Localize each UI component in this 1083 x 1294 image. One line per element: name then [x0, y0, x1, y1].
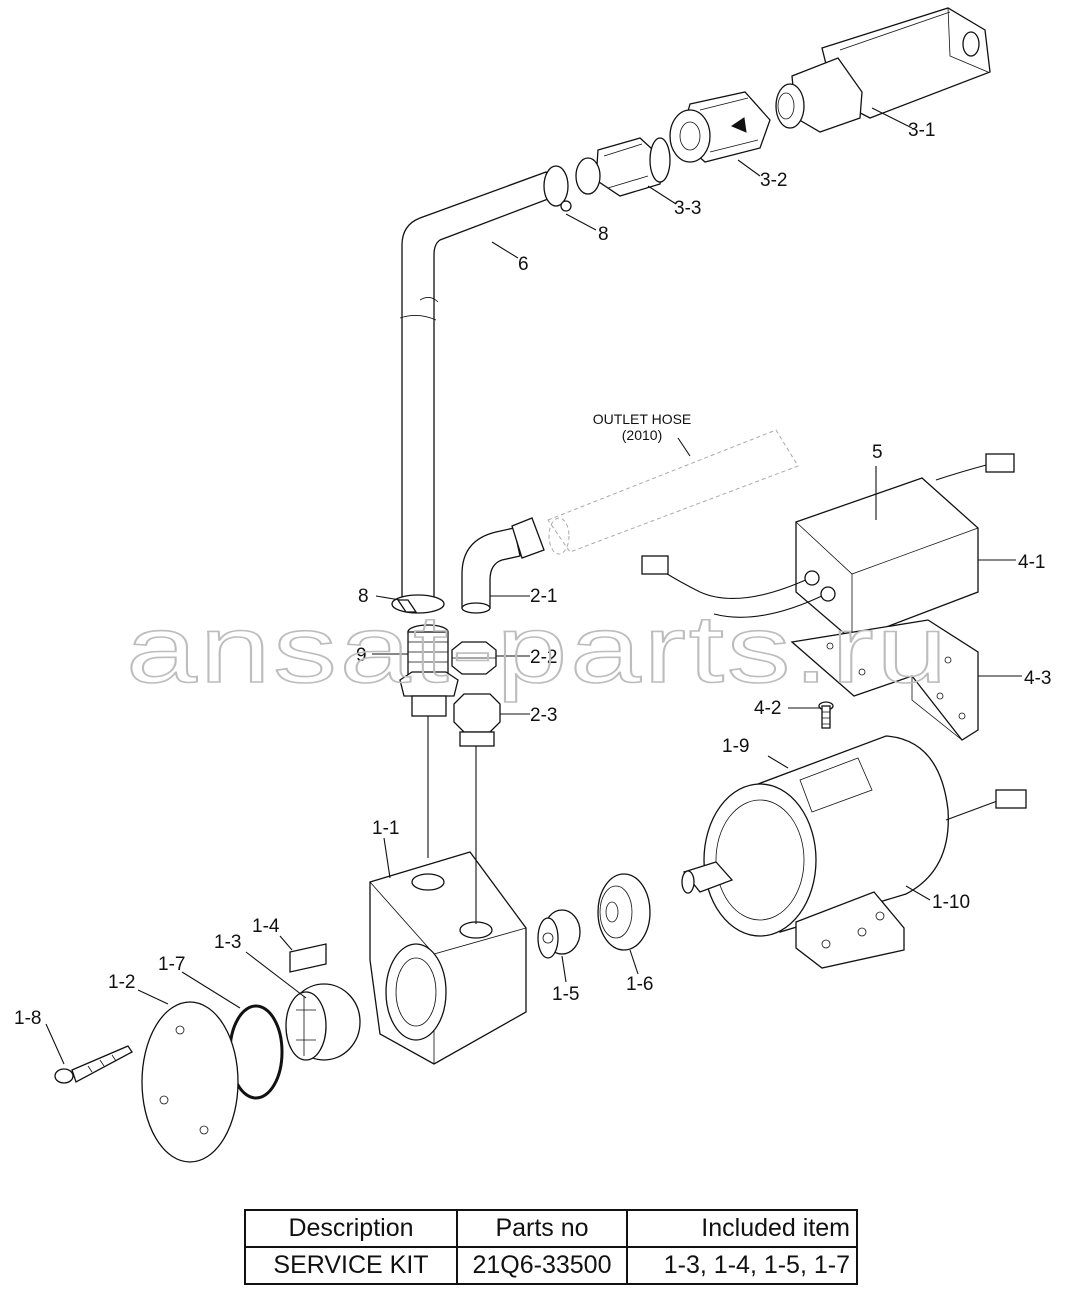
callout-1-3: 1-3: [214, 932, 241, 953]
cover-1-2: [141, 1001, 239, 1163]
nut-2-2: [451, 641, 497, 675]
header-included-item: Included item: [626, 1209, 858, 1248]
watermark-text: ansat-parts.ru: [126, 596, 950, 703]
elbow-2-1: [461, 517, 545, 614]
callout-1-5: 1-5: [552, 984, 579, 1005]
motor-1-9: [681, 735, 1027, 969]
callout-2-2: 2-2: [530, 647, 557, 668]
callout-4-1: 4-1: [1018, 552, 1045, 573]
table-row: SERVICE KIT 21Q6-33500 1-3, 1-4, 1-5, 1-…: [244, 1246, 858, 1285]
callout-2-1: 2-1: [530, 586, 557, 607]
callout-3-3: 3-3: [674, 198, 701, 219]
controller-5: [641, 453, 1015, 641]
header-description: Description: [244, 1209, 458, 1248]
bracket-4-3: [790, 619, 979, 741]
callout-1-4: 1-4: [252, 916, 280, 937]
callout-1-10: 1-10: [932, 892, 970, 913]
callout-1-8: 1-8: [14, 1008, 41, 1029]
outlet-hose-note-line2: (2010): [622, 427, 662, 443]
outlet-hose-note-line1: OUTLET HOSE: [593, 411, 692, 427]
pump-housing-1-1: [369, 851, 527, 1065]
vane-1-4: [289, 943, 327, 973]
callout-8-lower: 8: [358, 586, 369, 607]
outlet-hose-ghost: [547, 429, 799, 555]
callout-4-2: 4-2: [754, 698, 781, 719]
callout-1-1: 1-1: [372, 818, 399, 839]
cell-parts-no: 21Q6-33500: [456, 1246, 628, 1285]
callout-3-2: 3-2: [760, 170, 787, 191]
clamp-8-upper: [543, 165, 572, 212]
callout-1-7: 1-7: [158, 954, 185, 975]
rotor-1-3: [285, 983, 361, 1061]
check-valve-3-2: [669, 91, 771, 163]
cell-description: SERVICE KIT: [244, 1246, 458, 1285]
spacer-1-5: [537, 909, 581, 959]
callout-8-upper: 8: [598, 224, 609, 245]
screw-4-2: [818, 701, 834, 729]
bearing-1-6: [597, 873, 651, 951]
table-header-row: Description Parts no Included item: [244, 1209, 858, 1248]
nipple-3-3: [575, 137, 671, 197]
callout-1-9: 1-9: [722, 736, 749, 757]
screw-1-8: [54, 1045, 133, 1084]
callout-3-1: 3-1: [908, 120, 935, 141]
leader-lines: [45, 107, 1022, 1065]
callout-6: 6: [518, 254, 529, 275]
callout-5: 5: [872, 442, 883, 463]
valve-3-1: [775, 7, 991, 133]
callout-1-6: 1-6: [626, 974, 653, 995]
callout-4-3: 4-3: [1024, 668, 1051, 689]
callout-2-3: 2-3: [530, 705, 557, 726]
callout-9: 9: [356, 645, 367, 666]
fitting-2-3: [453, 693, 501, 747]
clamp-8-lower: [391, 594, 445, 614]
cell-included-item: 1-3, 1-4, 1-5, 1-7: [626, 1246, 858, 1285]
callout-1-2: 1-2: [108, 972, 135, 993]
header-parts-no: Parts no: [456, 1209, 628, 1248]
service-kit-table: Description Parts no Included item SERVI…: [244, 1209, 858, 1285]
